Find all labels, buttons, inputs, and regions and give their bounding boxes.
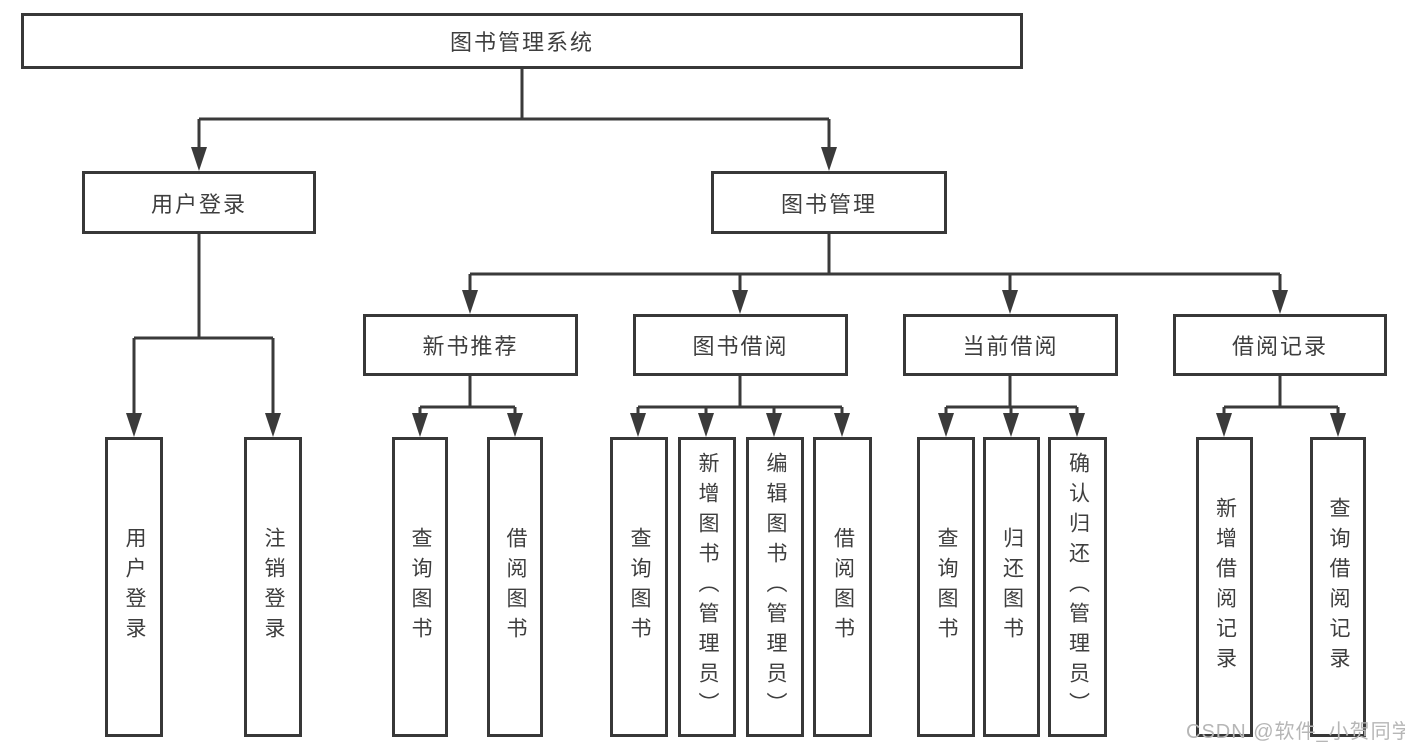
node-borrow-books-leaf-label: 借阅图书 <box>831 527 855 647</box>
node-user-login-leaf: 用户登录 <box>105 437 163 737</box>
node-add-borrow-record-label: 新增借阅记录 <box>1213 497 1237 677</box>
watermark-text: CSDN @软件_小贺同学 <box>1186 721 1405 743</box>
node-logout-leaf-label: 注销登录 <box>262 527 285 647</box>
node-add-books-admin: 新增图书（管理员） <box>678 437 736 737</box>
node-book-borrowing: 图书借阅 <box>633 314 848 376</box>
node-book-management-label: 图书管理 <box>780 191 877 217</box>
node-new-book-recommend-label: 新书推荐 <box>422 334 519 359</box>
node-confirm-return-admin-label: 确认归还（管理员） <box>1066 452 1090 722</box>
node-query-borrow-record-label: 查询借阅记录 <box>1327 497 1350 677</box>
node-query-books-borrowing: 查询图书 <box>610 437 668 737</box>
node-query-books-borrowing-label: 查询图书 <box>628 527 651 647</box>
node-book-management: 图书管理 <box>711 171 947 234</box>
node-query-books-recommend: 查询图书 <box>392 437 448 737</box>
node-library-management-system-label: 图书管理系统 <box>449 30 594 55</box>
node-current-borrowing: 当前借阅 <box>903 314 1118 376</box>
node-query-books-recommend-label: 查询图书 <box>409 527 432 647</box>
node-add-borrow-record: 新增借阅记录 <box>1196 437 1253 737</box>
arrowheads <box>126 147 1346 437</box>
node-query-books-current: 查询图书 <box>917 437 975 737</box>
node-query-borrow-record: 查询借阅记录 <box>1310 437 1366 737</box>
node-add-books-admin-label: 新增图书（管理员） <box>696 452 719 722</box>
node-user-login-leaf-label: 用户登录 <box>123 527 146 647</box>
node-user-login-label: 用户登录 <box>150 191 247 217</box>
node-edit-books-admin-label: 编辑图书（管理员） <box>764 452 787 722</box>
node-query-books-current-label: 查询图书 <box>935 527 958 647</box>
node-book-borrowing-label: 图书借阅 <box>692 334 789 359</box>
node-confirm-return-admin: 确认归还（管理员） <box>1048 437 1107 737</box>
node-borrowing-records-label: 借阅记录 <box>1231 334 1328 359</box>
node-logout-leaf: 注销登录 <box>244 437 302 737</box>
node-borrowing-records: 借阅记录 <box>1173 314 1387 376</box>
node-borrow-books-recommend: 借阅图书 <box>487 437 543 737</box>
node-return-books-label: 归还图书 <box>1000 527 1024 647</box>
node-user-login: 用户登录 <box>82 171 316 234</box>
node-current-borrowing-label: 当前借阅 <box>962 334 1059 359</box>
node-edit-books-admin: 编辑图书（管理员） <box>746 437 804 737</box>
node-borrow-books-recommend-label: 借阅图书 <box>504 527 527 647</box>
node-borrow-books-leaf: 借阅图书 <box>813 437 872 737</box>
connector-segments <box>132 68 1340 416</box>
node-new-book-recommend: 新书推荐 <box>363 314 578 376</box>
node-library-management-system: 图书管理系统 <box>21 13 1023 69</box>
node-return-books: 归还图书 <box>983 437 1040 737</box>
